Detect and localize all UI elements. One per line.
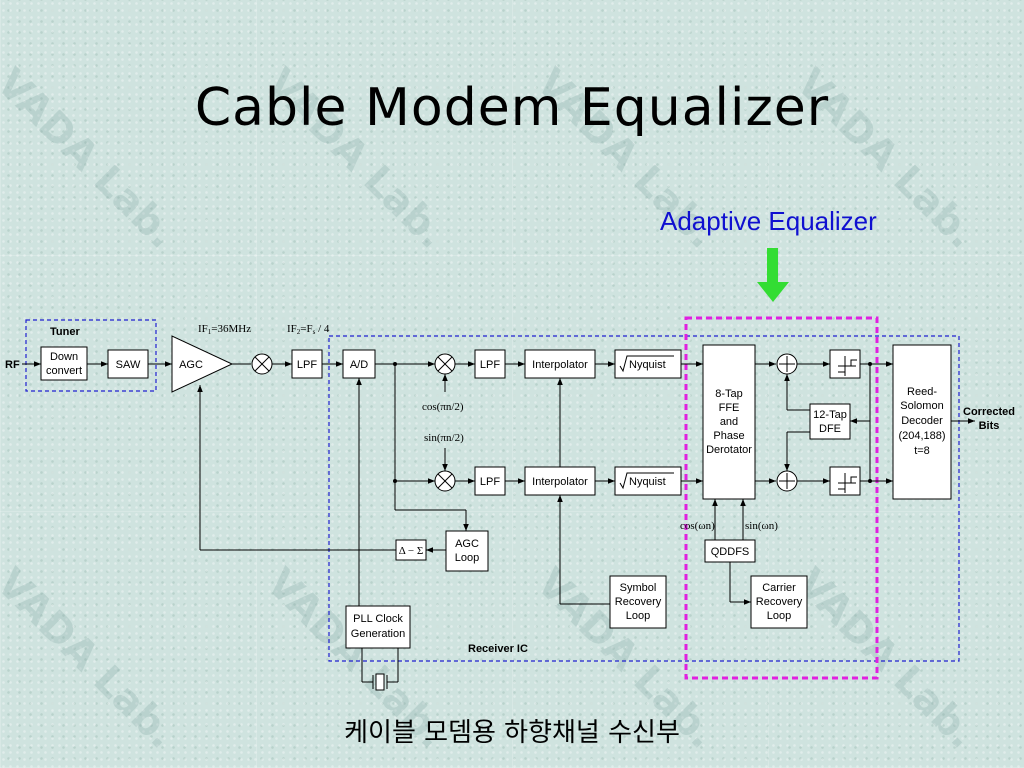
lpf-bottom-label: LPF: [480, 476, 500, 488]
tuner-label: Tuner: [50, 326, 80, 338]
if2-label: IF2=Fs / 4: [287, 323, 330, 336]
agc-loop-label-2: Loop: [455, 552, 479, 564]
if1-label: IF1=36MHz: [198, 323, 251, 336]
rs-label-3: Decoder: [901, 415, 943, 427]
saw-label: SAW: [116, 359, 141, 371]
down-arrow-icon: [757, 248, 789, 302]
lpf-main-label: LPF: [297, 359, 317, 371]
agc-label: AGC: [179, 359, 203, 371]
lpf-top-block: [474, 349, 506, 379]
delta-sigma-label: Δ − Σ: [399, 545, 424, 557]
sin-pi-label: sin(πn/2): [424, 432, 464, 444]
adder-top-icon: [776, 353, 798, 375]
symbol-recovery-label-1: Symbol: [620, 582, 657, 594]
corrected-bits-label-1: Corrected: [963, 406, 1015, 418]
mixer-bottom: [434, 470, 456, 492]
slicer-bottom-icon: [829, 466, 861, 496]
rs-label-5: t=8: [914, 445, 930, 457]
slicer-top-icon: [829, 349, 861, 379]
rs-label-2: Solomon: [900, 400, 943, 412]
ffe-label-2: FFE: [719, 402, 740, 414]
dfe-block: [809, 403, 851, 440]
corrected-bits-label-2: Bits: [979, 420, 1000, 432]
lpf-top-label: LPF: [480, 359, 500, 371]
interpolator-top-block: [524, 349, 596, 379]
ffe-block: [702, 344, 756, 500]
cos-pi-label: cos(πn/2): [422, 401, 464, 413]
downconvert-label-2: convert: [46, 365, 82, 377]
pll-clock-block: [345, 605, 411, 649]
symbol-recovery-label-3: Loop: [626, 610, 650, 622]
adder-bottom-icon: [776, 470, 798, 492]
receiver-ic-label: Receiver IC: [468, 643, 528, 655]
agc-loop-block: [445, 530, 489, 572]
carrier-recovery-block: [750, 575, 808, 629]
nyquist-bottom-label: Nyquist: [629, 476, 666, 488]
nyquist-top-label: Nyquist: [629, 359, 666, 371]
mixer-main: [251, 353, 273, 375]
tuner-box: [25, 319, 157, 392]
reed-solomon-block: [892, 344, 952, 500]
ad-label: A/D: [350, 359, 368, 371]
carrier-recovery-label-2: Recovery: [756, 596, 803, 608]
ffe-label-4: Phase: [713, 430, 744, 442]
crystal-icon: [361, 648, 399, 691]
rs-label-4: (204,188): [898, 430, 945, 442]
nyquist-top-block: [614, 349, 682, 379]
pll-clock-label-2: Generation: [351, 628, 405, 640]
ffe-label-5: Derotator: [706, 444, 752, 456]
cos-w-label: cos(ωn): [680, 520, 715, 532]
rf-label: RF: [5, 359, 20, 371]
receiver-ic-box: [328, 335, 960, 662]
ad-block: [342, 349, 376, 379]
carrier-recovery-label-3: Loop: [767, 610, 791, 622]
symbol-recovery-label-2: Recovery: [615, 596, 662, 608]
rs-label-1: Reed-: [907, 386, 937, 398]
lpf-main-block: [291, 349, 323, 379]
qddfs-label: QDDFS: [711, 546, 750, 558]
interpolator-bottom-label: Interpolator: [532, 476, 588, 488]
pll-clock-label-1: PLL Clock: [353, 613, 403, 625]
page-title: Cable Modem Equalizer: [194, 78, 830, 138]
symbol-recovery-block: [609, 575, 667, 629]
carrier-recovery-label-1: Carrier: [762, 582, 796, 594]
ffe-label-3: and: [720, 416, 738, 428]
adaptive-equalizer-box: [684, 316, 879, 680]
lpf-bottom-block: [474, 466, 506, 496]
page-subtitle: 케이블 모뎀용 하향채널 수신부: [344, 718, 680, 748]
adaptive-equalizer-label: Adaptive Equalizer: [660, 206, 877, 236]
dfe-label-1: 12-Tap: [813, 409, 847, 421]
downconvert-label-1: Down: [50, 351, 78, 363]
agc-amplifier: [171, 335, 234, 393]
mixer-top: [434, 353, 456, 375]
interpolator-top-label: Interpolator: [532, 359, 588, 371]
ffe-label-1: 8-Tap: [715, 388, 743, 400]
agc-loop-label-1: AGC: [455, 538, 479, 550]
sin-w-label: sin(ωn): [745, 520, 778, 532]
dfe-label-2: DFE: [819, 423, 841, 435]
